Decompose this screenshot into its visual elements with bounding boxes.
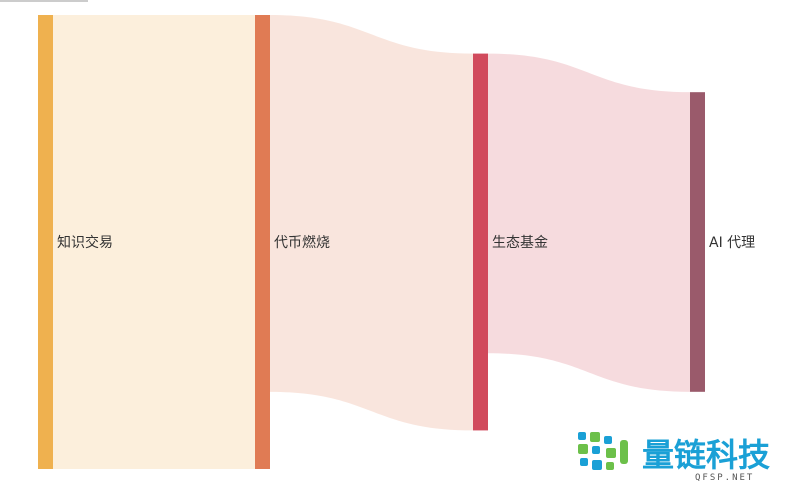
node-label-3: 生态基金 [492, 234, 548, 251]
node-label-1: 知识交易 [57, 234, 113, 251]
qr-logo-icon [578, 432, 628, 470]
nodes-layer [38, 15, 705, 469]
node-label-4: AI 代理 [709, 235, 755, 251]
node-bar-1[interactable] [38, 15, 53, 469]
labels-layer: 知识交易 代币燃烧 生态基金 AI 代理 [57, 234, 755, 251]
flow-link-2[interactable] [270, 15, 473, 431]
watermark-title: 量链科技 [642, 436, 770, 474]
flow-link-1[interactable] [53, 15, 255, 469]
flow-link-3[interactable] [488, 53, 690, 392]
links-layer [53, 15, 690, 469]
watermark-logo: 量链科技 QFSP.NET [578, 432, 770, 483]
watermark-subtitle: QFSP.NET [695, 473, 754, 483]
node-bar-2[interactable] [255, 15, 270, 469]
node-bar-3[interactable] [473, 53, 488, 431]
node-label-2: 代币燃烧 [274, 234, 330, 251]
node-bar-4[interactable] [690, 92, 705, 392]
